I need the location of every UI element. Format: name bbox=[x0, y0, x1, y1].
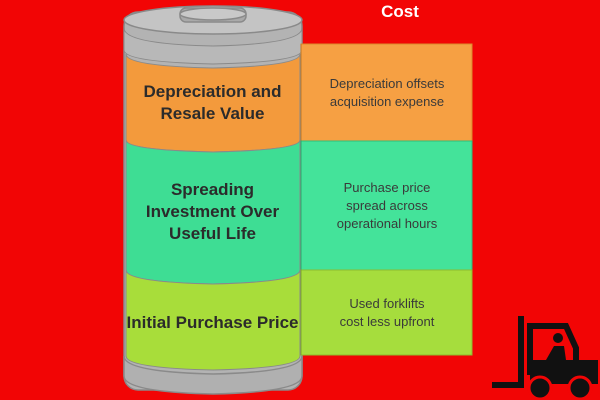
description-spreading: Purchase price spread across operational… bbox=[300, 141, 472, 270]
description-depreciation: Depreciation offsets acquisition expense bbox=[300, 44, 472, 141]
segment-fill-initial bbox=[125, 269, 301, 371]
segment-label-depreciation: Depreciation and Resale Value bbox=[143, 82, 282, 123]
description-initial: Used forklifts cost less upfront bbox=[300, 270, 472, 355]
diagram-title: Cost bbox=[381, 2, 419, 21]
segment-label-spreading: Spreading Investment Over Useful Life bbox=[145, 180, 280, 243]
forklift-icon bbox=[492, 316, 598, 400]
segment-label-initial: Initial Purchase Price bbox=[126, 313, 299, 332]
